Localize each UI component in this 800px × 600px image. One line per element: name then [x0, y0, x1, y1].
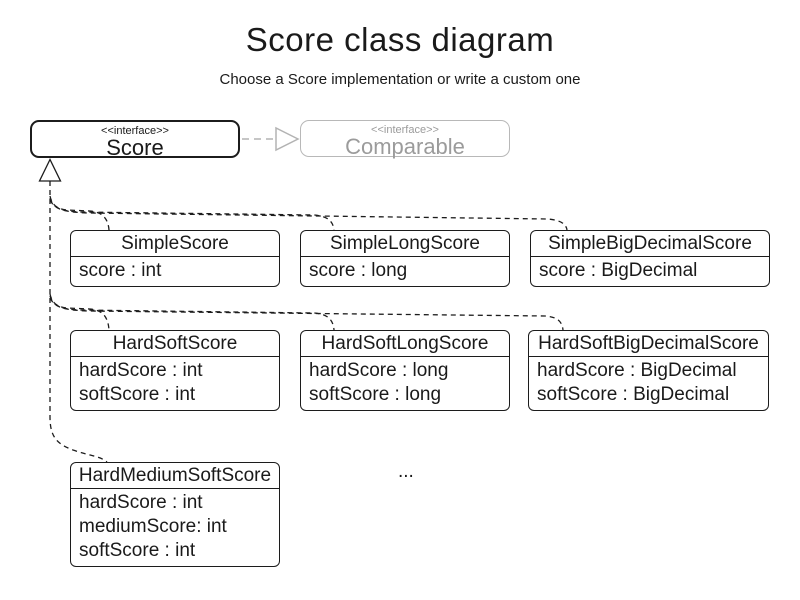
attribute-section: hardScore : int softScore : int — [71, 357, 279, 410]
interface-name: Comparable — [345, 134, 465, 159]
realization-line-simplebigdecimalscore — [49, 199, 568, 231]
attribute-section: hardScore : BigDecimal softScore : BigDe… — [529, 357, 768, 410]
attribute-section: score : long — [301, 257, 509, 286]
realization-line-hardsoftbigdecimalscore — [49, 297, 564, 331]
class-attribute: hardScore : int — [79, 492, 203, 513]
attribute-section: score : BigDecimal — [531, 257, 769, 286]
class-name: HardSoftBigDecimalScore — [529, 331, 768, 357]
class-attribute: mediumScore: int — [79, 516, 227, 537]
attribute-section: hardScore : long softScore : long — [301, 357, 509, 410]
realization-line-simplescore — [49, 195, 110, 231]
class-attribute: hardScore : long — [309, 360, 449, 381]
class-attribute: softScore : int — [79, 384, 196, 405]
page-title: Score class diagram — [245, 21, 555, 58]
class-attribute: hardScore : BigDecimal — [537, 360, 737, 381]
realization-line-hardmediumsoftscore — [49, 181, 108, 463]
class-name: SimpleScore — [71, 231, 279, 257]
class-attribute: softScore : int — [79, 540, 196, 561]
class-box-hardsoftscore: HardSoftScore hardScore : int softScore … — [70, 330, 280, 411]
class-attribute: score : int — [79, 260, 162, 281]
hollow-arrowhead-comparable — [275, 126, 300, 152]
hollow-arrowhead-score — [38, 158, 62, 182]
class-name: HardSoftLongScore — [301, 331, 509, 357]
class-name: SimpleLongScore — [301, 231, 509, 257]
realization-line-hardsoftlongscore — [49, 295, 335, 331]
class-box-simplelongscore: SimpleLongScore score : long — [300, 230, 510, 287]
class-box-simplebigdecimalscore: SimpleBigDecimalScore score : BigDecimal — [530, 230, 770, 287]
class-attribute: softScore : long — [309, 384, 442, 405]
class-attribute: hardScore : int — [79, 360, 203, 381]
interface-box-comparable: <<interface>> Comparable — [300, 120, 510, 159]
class-attribute: softScore : BigDecimal — [537, 384, 730, 405]
attribute-section: hardScore : int mediumScore: int softSco… — [71, 489, 279, 566]
stereotype-label: <<interface>> — [101, 125, 169, 137]
class-name: HardSoftScore — [71, 331, 279, 357]
realization-line-simplelongscore — [49, 197, 335, 231]
attribute-section: score : int — [71, 257, 279, 286]
class-name: HardMediumSoftScore — [71, 463, 279, 489]
class-box-simplescore: SimpleScore score : int — [70, 230, 280, 287]
class-box-hardmediumsoftscore: HardMediumSoftScore hardScore : int medi… — [70, 462, 280, 567]
class-box-hardsoftbigdecimalscore: HardSoftBigDecimalScore hardScore : BigD… — [528, 330, 769, 411]
realization-line-hardsoftscore — [49, 293, 110, 331]
class-attribute: score : long — [309, 260, 408, 281]
stereotype-label: <<interface>> — [371, 124, 439, 136]
interface-name: Score — [106, 135, 164, 160]
page-subtitle: Choose a Score implementation or write a… — [219, 71, 581, 88]
class-name: SimpleBigDecimalScore — [531, 231, 769, 257]
class-box-hardsoftlongscore: HardSoftLongScore hardScore : long softS… — [300, 330, 510, 411]
interface-box-score: <<interface>> Score — [30, 120, 240, 160]
class-attribute: score : BigDecimal — [539, 260, 698, 281]
more-implementations-ellipsis: ... — [398, 461, 414, 482]
